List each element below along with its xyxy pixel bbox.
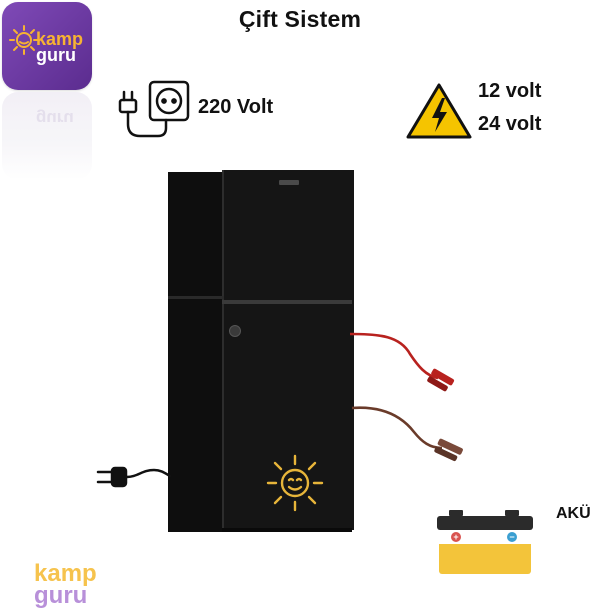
dc-voltage-24-label: 24 volt <box>478 113 542 135</box>
battery-minus-sign: − <box>509 532 514 542</box>
app-logo-tile: kamp guru <box>2 2 92 90</box>
battery-plus-sign: + <box>453 532 458 542</box>
fridge-door-divider <box>222 300 352 304</box>
fridge-side-panel <box>168 172 228 532</box>
page-title: Çift Sistem <box>238 6 362 32</box>
fridge-front-door <box>222 170 354 530</box>
power-plug-icon <box>96 466 172 488</box>
fridge-side-divider <box>168 296 224 299</box>
sun-face-icon <box>266 454 324 512</box>
footer-logo-guru: guru <box>34 582 88 609</box>
dc-voltage-12-label: 12 volt <box>478 80 542 102</box>
logo-word-guru: guru <box>36 45 76 65</box>
logo-reflection: guru <box>2 92 92 180</box>
plug-socket-icon <box>118 80 190 138</box>
battery-label: AKÜ <box>556 505 591 522</box>
fridge-brand-badge <box>279 180 299 185</box>
high-voltage-warning-icon <box>406 83 472 139</box>
car-battery-icon: + − <box>437 510 533 574</box>
ac-voltage-label: 220 Volt <box>198 96 274 118</box>
sun-logo-icon <box>9 25 39 55</box>
logo-reflection-text: guru <box>36 109 74 128</box>
fridge-base <box>222 528 352 532</box>
battery-cable-assembly <box>349 332 463 462</box>
fridge-lock <box>229 325 241 337</box>
footer-logo-kamp: kamp <box>34 560 97 587</box>
logo-word-kamp: kamp <box>36 29 84 49</box>
